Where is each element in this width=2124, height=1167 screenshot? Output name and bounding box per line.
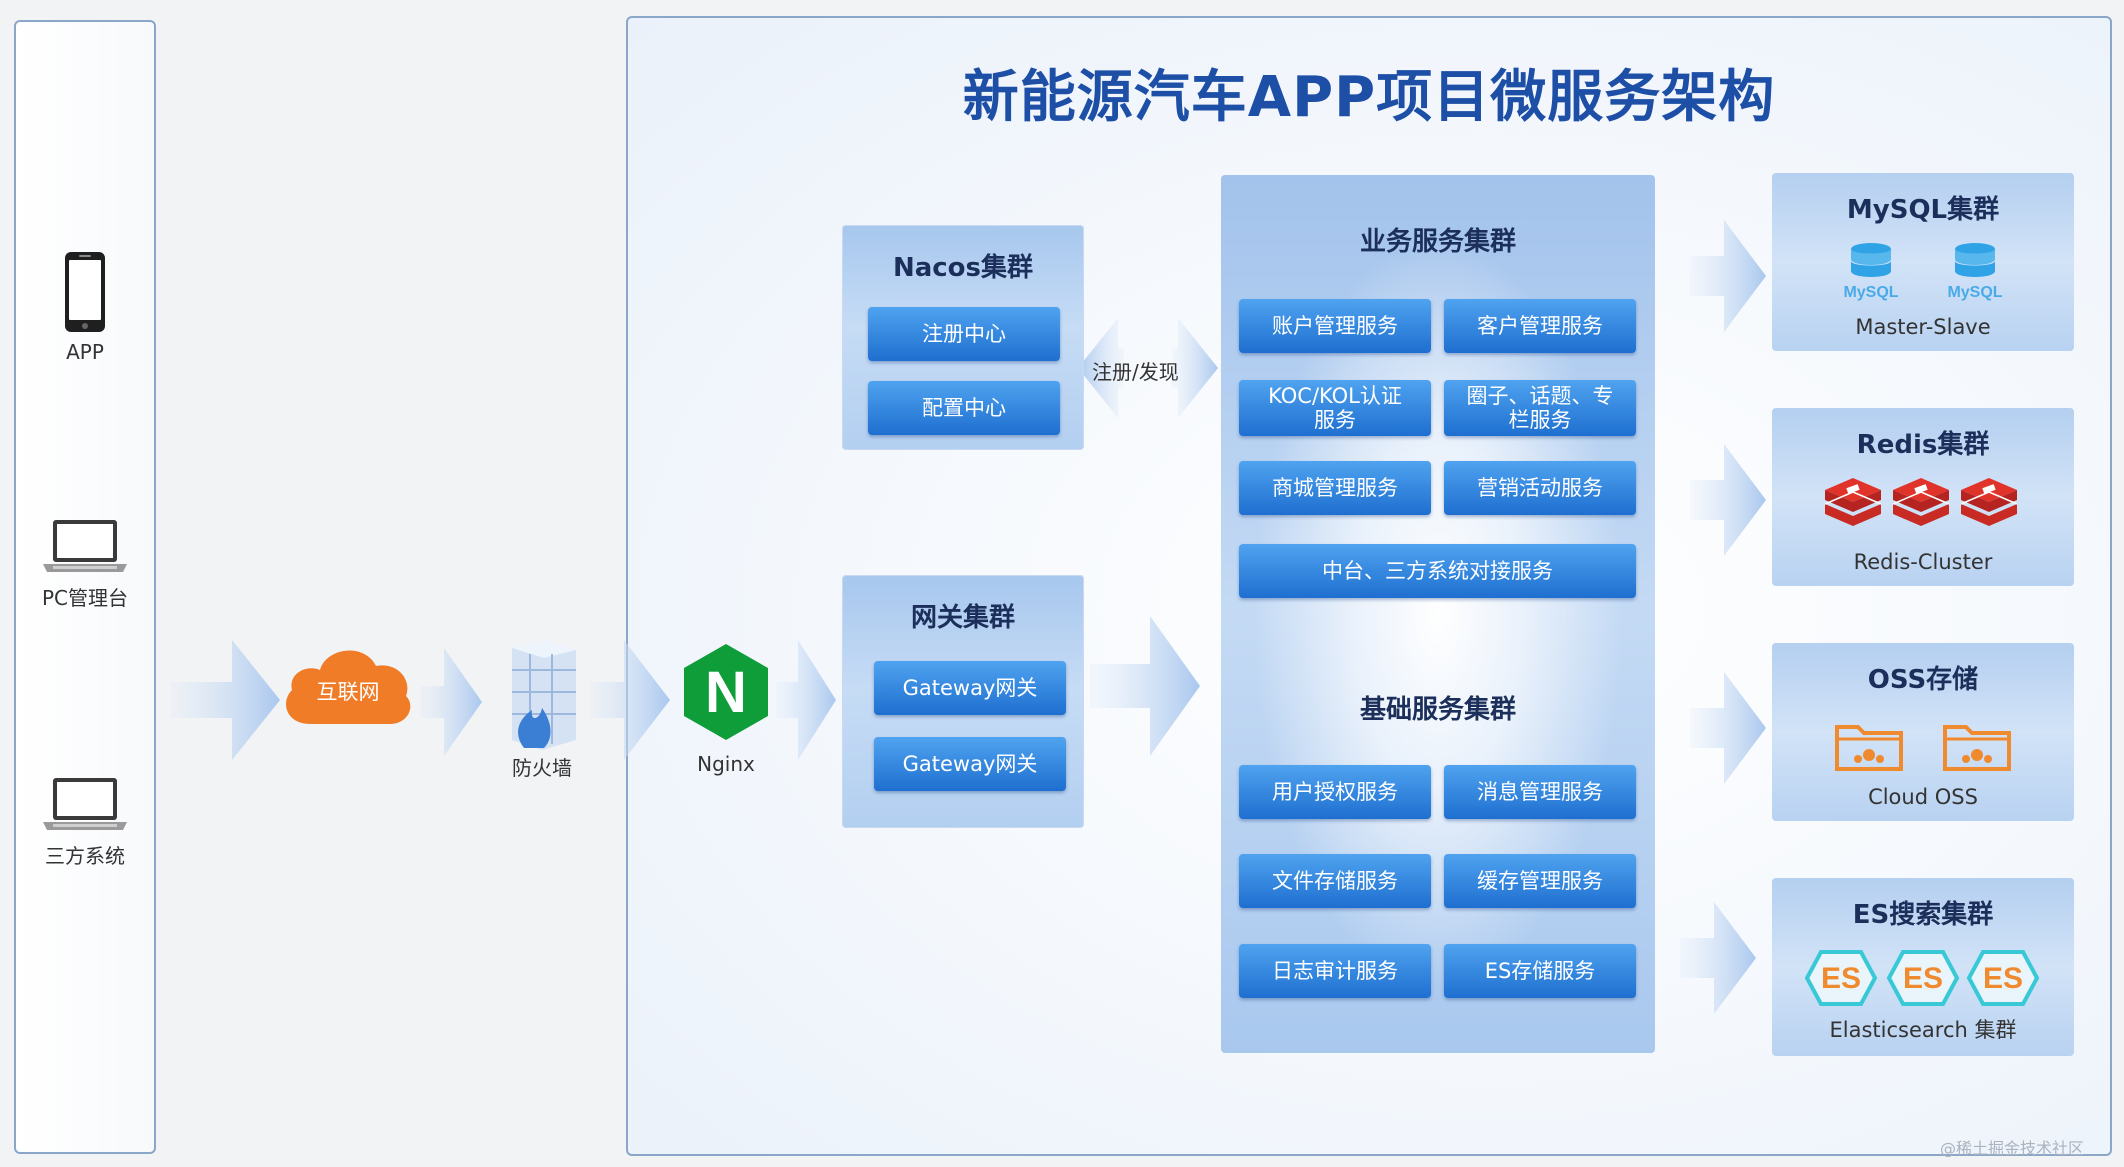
es-icon-text: ES: [1821, 962, 1861, 995]
laptop-icon: [43, 520, 127, 572]
business-cluster-title: 业务服务集群: [1359, 227, 1516, 257]
watermark: @稀土掘金技术社区: [1939, 1139, 2084, 1158]
gateway-cluster-title: 网关集群: [910, 603, 1015, 633]
es-cluster-title: ES搜索集群: [1852, 900, 1994, 930]
flow-arrow: [1690, 444, 1766, 556]
es-cluster-sub: Elasticsearch 集群: [1829, 1018, 2017, 1042]
client-third-party[interactable]: 三方系统: [14, 776, 156, 869]
es-icon-text: ES: [1903, 962, 1943, 995]
register-discover-arrow: [1078, 318, 1218, 418]
firewall-icon[interactable]: [506, 640, 580, 750]
internet-label: 互联网: [316, 680, 380, 704]
mysql-icon: MySQL: [1947, 243, 2003, 301]
koc-kol-service-button[interactable]: KOC/KOL认证 服务: [1239, 380, 1431, 436]
circle-topic-service-button[interactable]: 圈子、话题、专 栏服务: [1444, 380, 1636, 436]
middle-platform-service-button[interactable]: 中台、三方系统对接服务: [1239, 544, 1636, 598]
redis-icon: [1824, 478, 2018, 526]
user-auth-service-button[interactable]: 用户授权服务: [1239, 765, 1431, 819]
client-panel: [14, 20, 156, 1154]
flow-arrow: [590, 640, 670, 760]
message-service-button[interactable]: 消息管理服务: [1444, 765, 1636, 819]
base-cluster-title: 基础服务集群: [1359, 695, 1516, 725]
flow-arrow: [420, 648, 482, 756]
laptop-icon: [43, 778, 127, 830]
redis-cluster-sub: Redis-Cluster: [1853, 550, 1993, 574]
registry-center-button[interactable]: 注册中心: [868, 307, 1060, 361]
flow-arrow: [1090, 616, 1200, 756]
flow-arrow: [1690, 672, 1766, 784]
es-icon-text: ES: [1983, 962, 2023, 995]
es-hexagon-icon: ES ES ES: [1805, 950, 2040, 1006]
file-storage-service-button[interactable]: 文件存储服务: [1239, 854, 1431, 908]
es-cluster: ES搜索集群 ES ES ES Elasticsearch 集群: [1772, 878, 2074, 1056]
marketing-service-button[interactable]: 营销活动服务: [1444, 461, 1636, 515]
client-label-third-party: 三方系统: [45, 844, 125, 868]
flow-arrow: [170, 640, 280, 760]
customer-service-button[interactable]: 客户管理服务: [1444, 299, 1636, 353]
gateway-button[interactable]: Gateway网关: [874, 661, 1066, 715]
flow-arrow: [776, 640, 836, 760]
mysql-cluster-title: MySQL集群: [1846, 195, 2000, 225]
oss-cluster-sub: Cloud OSS: [1868, 785, 1978, 809]
mysql-icon-text: MySQL: [1843, 284, 1898, 301]
nginx-letter: N: [705, 660, 747, 725]
cloud-icon[interactable]: [280, 640, 416, 726]
oss-folder-icon: [1943, 725, 2011, 771]
mysql-icon-text: MySQL: [1947, 284, 2002, 301]
register-discover-label: 注册/发现: [1092, 360, 1179, 384]
config-center-button[interactable]: 配置中心: [868, 381, 1060, 435]
mysql-cluster: MySQL集群 MySQL MySQL Master-Slave: [1772, 173, 2074, 351]
firewall-label: 防火墙: [512, 756, 572, 780]
log-audit-service-button[interactable]: 日志审计服务: [1239, 944, 1431, 998]
mysql-cluster-sub: Master-Slave: [1855, 315, 1991, 339]
redis-cluster-title: Redis集群: [1856, 430, 1990, 460]
services-cluster: 业务服务集群 账户管理服务 客户管理服务 KOC/KOL认证 服务 圈子、话题、…: [1221, 175, 1655, 1053]
client-label-app: APP: [66, 340, 104, 364]
mall-service-button[interactable]: 商城管理服务: [1239, 461, 1431, 515]
oss-cluster-title: OSS存储: [1867, 665, 1979, 695]
nginx-label: Nginx: [697, 752, 755, 776]
nginx-icon[interactable]: N: [680, 642, 772, 742]
client-app[interactable]: APP: [14, 250, 156, 364]
nacos-cluster: Nacos集群 注册中心 配置中心: [842, 225, 1084, 450]
account-service-button[interactable]: 账户管理服务: [1239, 299, 1431, 353]
flow-arrow: [1690, 220, 1766, 332]
client-label-pc: PC管理台: [41, 586, 129, 610]
page-title: 新能源汽车APP项目微服务架构: [962, 65, 1776, 130]
oss-folder-icon: [1835, 725, 1903, 771]
gateway-button[interactable]: Gateway网关: [874, 737, 1066, 791]
nacos-cluster-title: Nacos集群: [892, 253, 1034, 283]
gateway-cluster: 网关集群 Gateway网关 Gateway网关: [842, 575, 1084, 828]
flow-arrow: [1680, 902, 1756, 1014]
redis-cluster: Redis集群: [1772, 408, 2074, 586]
cache-service-button[interactable]: 缓存管理服务: [1444, 854, 1636, 908]
oss-cluster: OSS存储 Cloud OSS: [1772, 643, 2074, 821]
es-storage-service-button[interactable]: ES存储服务: [1444, 944, 1636, 998]
smartphone-icon: [65, 252, 105, 332]
mysql-icon: MySQL: [1843, 243, 1899, 301]
client-pc[interactable]: PC管理台: [14, 518, 156, 611]
